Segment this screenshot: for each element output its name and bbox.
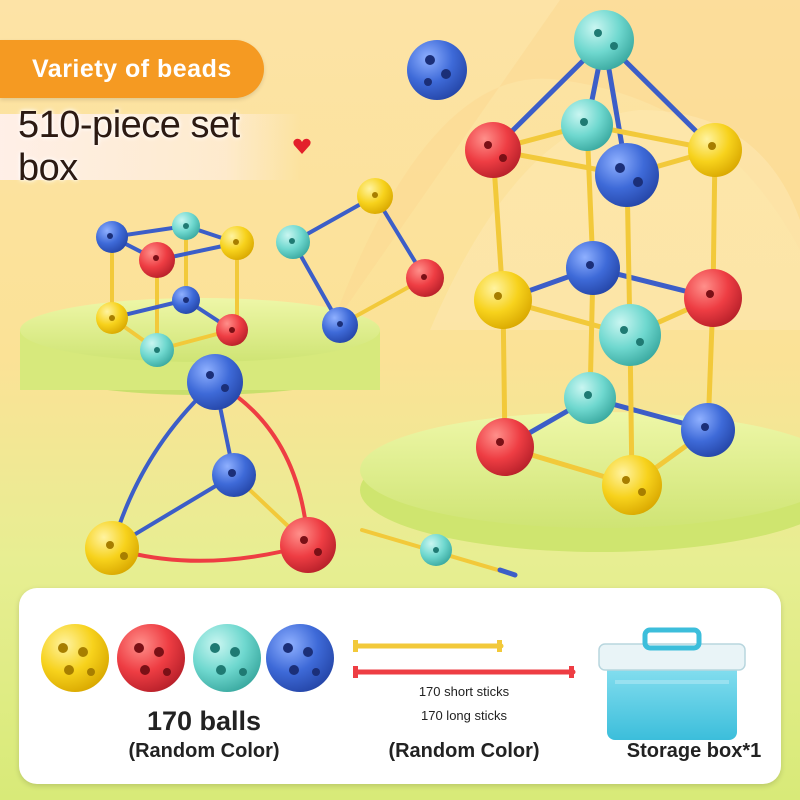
building-balls [85, 10, 742, 575]
heart-icon [293, 138, 311, 154]
balls-count-label: 170 balls [146, 706, 262, 736]
long-sticks-label: 170 long sticks [421, 708, 507, 723]
headline-banner: 510-piece set box [0, 104, 300, 189]
sticks-sample [353, 640, 576, 678]
ball-red-sample [117, 624, 185, 692]
ball-blue-floating [407, 40, 467, 100]
storage-box-label: Storage box*1 [626, 740, 762, 762]
storage-box-image [598, 627, 746, 740]
ball-teal-sample [193, 624, 261, 692]
variety-badge: Variety of beads [0, 40, 264, 98]
balls-color-note: (Random Color) [128, 740, 280, 762]
ball-yellow-sample [41, 624, 109, 692]
headline-text: 510-piece set box [18, 104, 240, 189]
sticks-color-note: (Random Color) [388, 740, 540, 762]
variety-badge-text: Variety of beads [32, 54, 232, 83]
short-sticks-label: 170 short sticks [418, 684, 510, 699]
contents-panel: 170 balls (Random Color) 170 short stick… [19, 588, 781, 784]
ball-blue-sample [266, 624, 334, 692]
